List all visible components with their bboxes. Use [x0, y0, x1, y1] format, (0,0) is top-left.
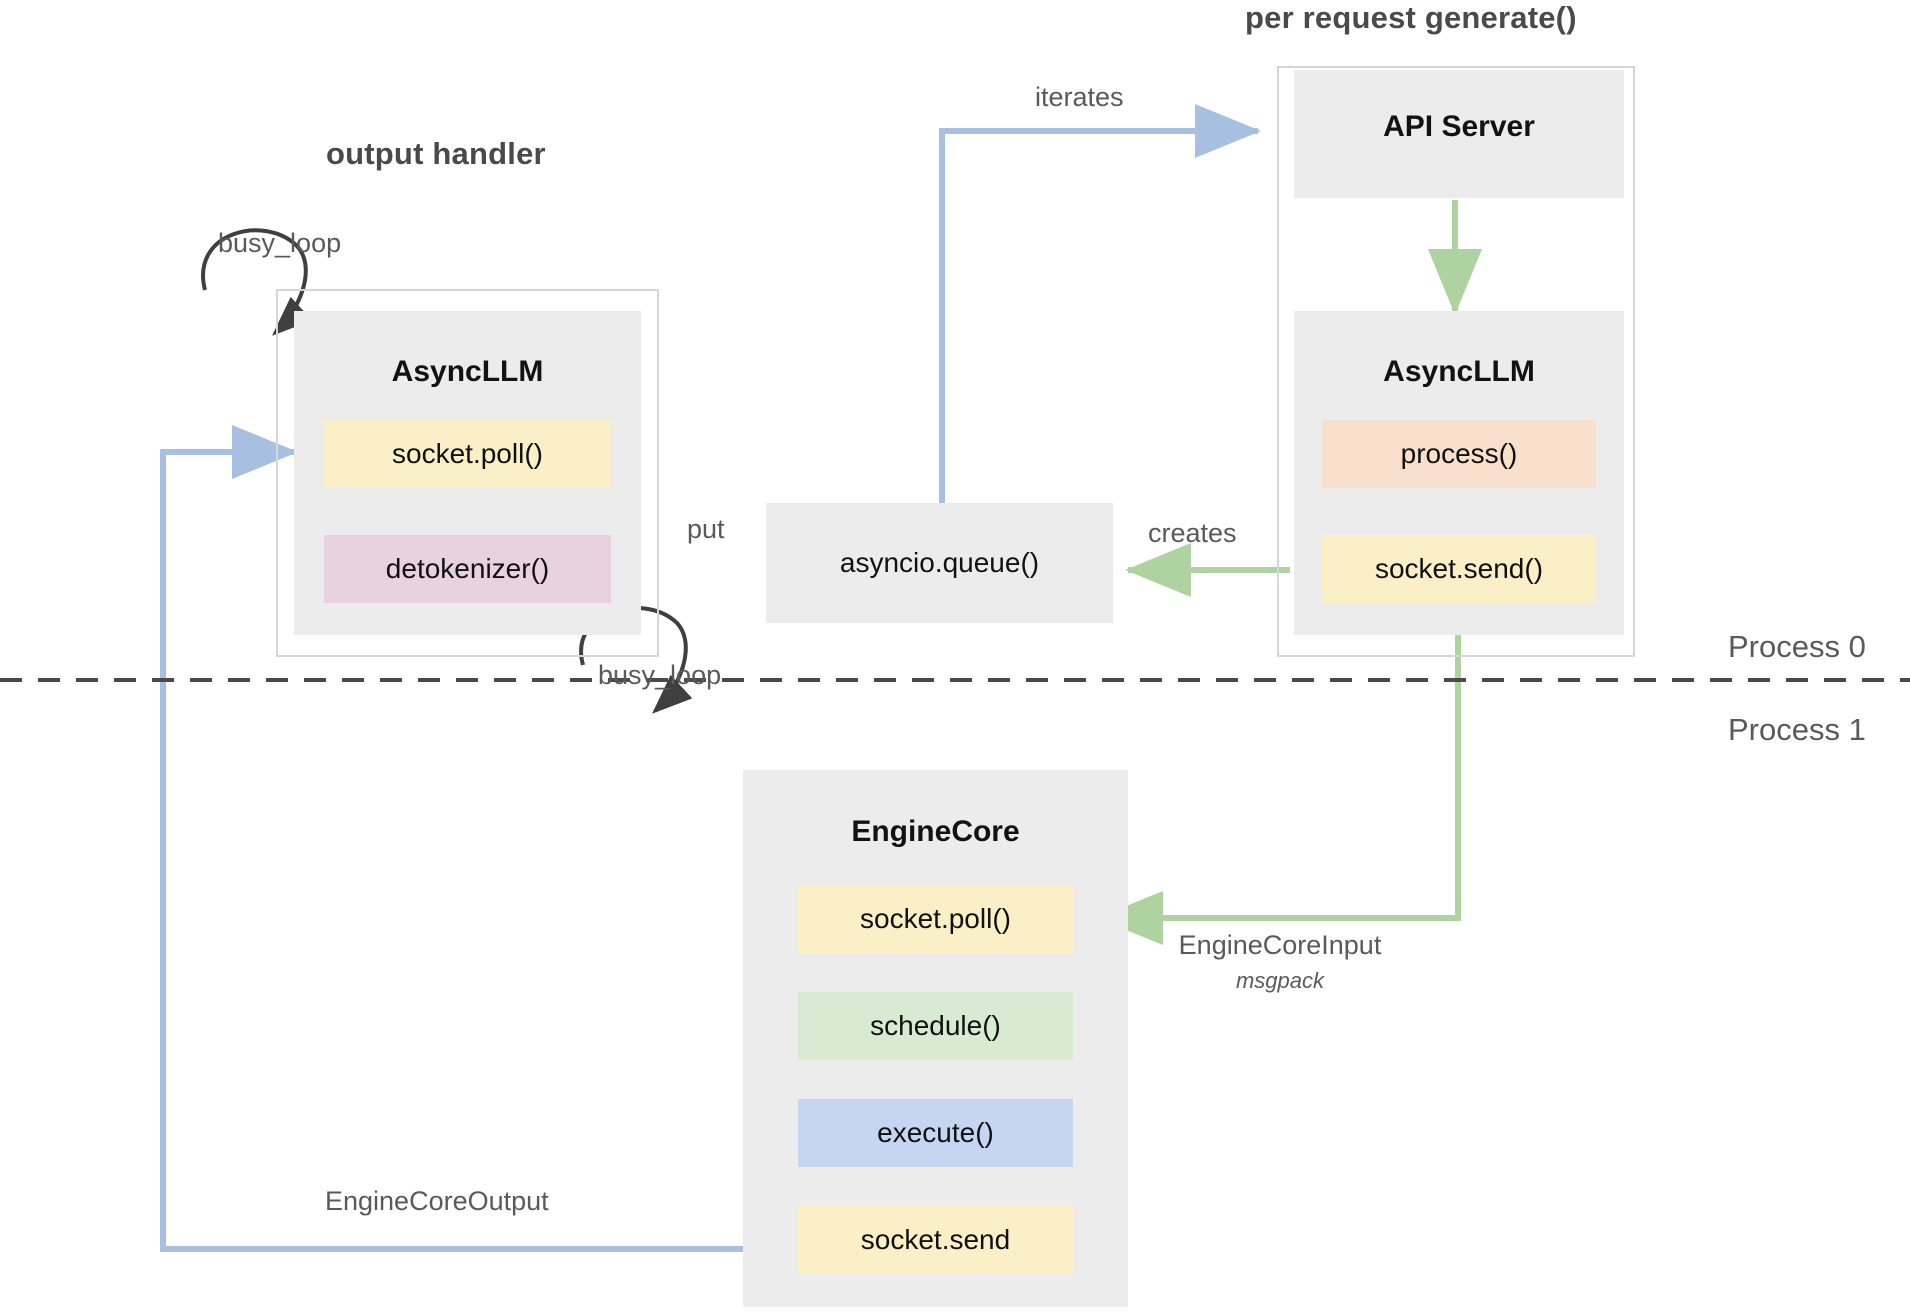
engine-core-input-sublabel: msgpack — [1235, 968, 1325, 993]
api-server-title: API Server — [1383, 110, 1535, 143]
asyncio-queue-title: asyncio.queue() — [839, 547, 1040, 578]
asyncio-queue-node[interactable]: asyncio.queue() — [766, 503, 1113, 623]
chip-process[interactable]: process() — [1322, 420, 1596, 488]
iterates-arrow — [939, 104, 1261, 510]
busy-loop-engine-label: busy_loop — [598, 660, 722, 690]
chip-schedule[interactable]: schedule() — [798, 992, 1073, 1060]
engine-core-input-label: EngineCoreInput — [1178, 930, 1382, 960]
chip-socket-send-right[interactable]: socket.send() — [1322, 535, 1596, 603]
async-llm-left-node[interactable]: AsyncLLM socket.poll() detokenizer() — [294, 311, 641, 635]
iterates-label: iterates — [1035, 82, 1124, 112]
creates-label: creates — [1148, 518, 1237, 548]
chip-socket-poll-engine[interactable]: socket.poll() — [798, 885, 1073, 953]
busy-loop-left-label: busy_loop — [218, 228, 342, 258]
process-1-label: Process 1 — [1728, 712, 1866, 747]
chip-execute[interactable]: execute() — [798, 1099, 1073, 1167]
process-0-label: Process 0 — [1728, 629, 1866, 664]
put-label: put — [687, 514, 725, 544]
async-llm-right-title: AsyncLLM — [1383, 355, 1535, 388]
async-llm-right-node[interactable]: AsyncLLM process() socket.send() — [1294, 311, 1624, 635]
engine-core-title: EngineCore — [851, 815, 1020, 848]
async-llm-left-title: AsyncLLM — [391, 355, 544, 388]
engine-core-node[interactable]: EngineCore socket.poll() schedule() exec… — [743, 770, 1128, 1307]
per-request-container — [1277, 66, 1635, 657]
api-server-node[interactable]: API Server — [1294, 70, 1624, 198]
output-handler-title: output handler — [326, 136, 546, 171]
output-handler-container — [276, 289, 659, 657]
per-request-generate-title: per request generate() — [1245, 0, 1577, 35]
chip-socket-poll-left[interactable]: socket.poll() — [324, 420, 611, 488]
chip-socket-send-engine[interactable]: socket.send — [798, 1206, 1073, 1274]
chip-detokenizer[interactable]: detokenizer() — [324, 535, 611, 603]
engine-core-output-label: EngineCoreOutput — [325, 1186, 549, 1216]
